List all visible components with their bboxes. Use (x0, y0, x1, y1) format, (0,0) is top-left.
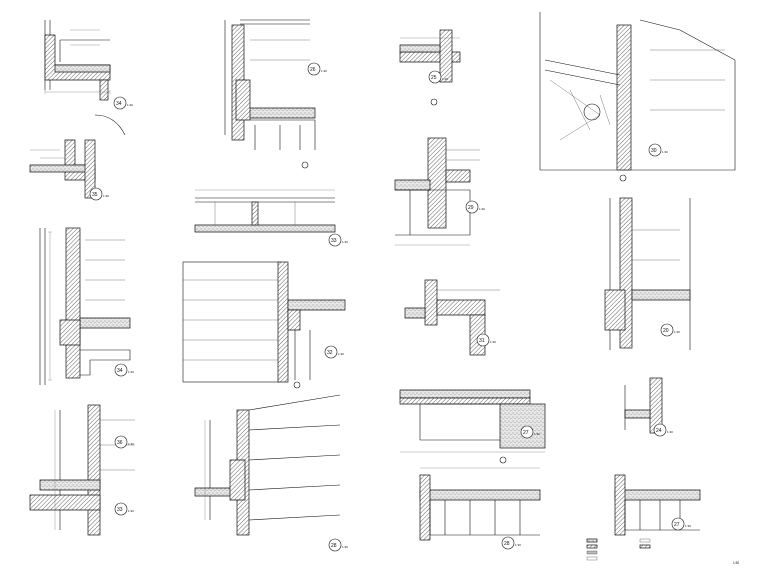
section-marker (293, 381, 301, 389)
detail-number: 34 (117, 368, 123, 374)
detail-27b: 28 1:30 (419, 467, 541, 550)
detail-scale: 1:30 (662, 150, 668, 154)
detail-bubble (465, 200, 479, 214)
detail-scale: 1:30 (103, 194, 109, 198)
detail-bubble (648, 143, 662, 157)
detail-bubble (307, 62, 321, 76)
detail-scale: 1:30 (534, 432, 540, 436)
detail-24: 28 1:30 (194, 394, 348, 552)
detail-bubble (671, 517, 685, 531)
detail-bubble (653, 423, 667, 437)
detail-30b: 27 1:30 (614, 474, 701, 536)
detail-number: 25 (431, 75, 437, 81)
detail-bubble (476, 333, 490, 347)
detail-number: 27 (674, 522, 680, 528)
detail-number: 29 (468, 205, 474, 211)
section-marker (619, 174, 627, 182)
section-marker (499, 456, 507, 464)
legend-scale-note: 1:50 (733, 561, 739, 565)
section-marker (301, 161, 309, 169)
detail-bubble (89, 187, 103, 201)
detail-26: 33 1:30 (194, 189, 348, 247)
detail-bubble (114, 435, 128, 449)
detail-29: 31 1:30 (404, 279, 500, 356)
detail-bubble (328, 538, 342, 552)
detail-bubble (113, 96, 127, 110)
detail-number: 34 (116, 101, 122, 107)
legend: 1:50 (586, 538, 739, 565)
detail-bubble (501, 536, 515, 550)
detail-number: 33 (331, 238, 337, 244)
detail-bubble (324, 345, 338, 359)
detail-31: 20 1:30 (604, 197, 691, 350)
detail-bubble (328, 233, 342, 247)
detail-25: 32 1:30 (182, 261, 346, 389)
detail-scale: 1:30 (128, 509, 134, 513)
detail-scale: 1:30 (128, 442, 134, 446)
detail-number: 27 (523, 430, 529, 436)
detail-number: 32 (327, 350, 333, 356)
detail-34b: 25 1:30 (399, 29, 461, 106)
detail-28b: 27 1:30 (399, 389, 546, 464)
detail-scale: 1:30 (479, 207, 485, 211)
detail-scale: 1:30 (342, 545, 348, 549)
detail-scale: 1:30 (128, 370, 134, 374)
detail-33b: 29 1:30 (394, 137, 485, 246)
detail-bubble (520, 425, 534, 439)
detail-scale: 1:30 (515, 543, 521, 547)
detail-number: 36 (117, 440, 123, 446)
detail-number: 35 (92, 192, 98, 198)
detail-scale: 1:30 (338, 352, 344, 356)
detail-scale: 1:30 (321, 69, 327, 73)
detail-bubble (428, 70, 442, 84)
section-marker (430, 98, 438, 106)
detail-number: 28 (504, 541, 510, 547)
detail-number: 28 (331, 543, 337, 549)
detail-33: 35 1:30 (29, 114, 126, 201)
detail-30: 24 1:30 (624, 377, 673, 437)
detail-35: 26 1:30 (224, 19, 327, 169)
detail-scale: 1:30 (674, 330, 680, 334)
detail-20: 33 1:30 (114, 502, 134, 516)
detail-number: 30 (651, 148, 657, 154)
detail-number: 24 (656, 428, 662, 434)
detail-number: 31 (479, 338, 485, 344)
detail-number: 26 (310, 67, 316, 73)
detail-27: 36 1:30 (29, 404, 135, 536)
detail-36: 30 1:30 (539, 12, 736, 182)
detail-bubble (660, 323, 674, 337)
detail-34: 34 1:30 (44, 20, 133, 110)
detail-number: 33 (117, 507, 123, 513)
detail-bubble (114, 502, 128, 516)
detail-scale: 1:30 (127, 103, 133, 107)
detail-bubble (114, 363, 128, 377)
detail-scale: 1:30 (342, 240, 348, 244)
detail-number: 20 (663, 328, 669, 334)
detail-scale: 1:30 (685, 524, 691, 528)
detail-scale: 1:30 (667, 430, 673, 434)
detail-scale: 1:30 (490, 340, 496, 344)
detail-scale: 1:30 (442, 77, 448, 81)
detail-32: 34 1:30 (39, 227, 134, 385)
